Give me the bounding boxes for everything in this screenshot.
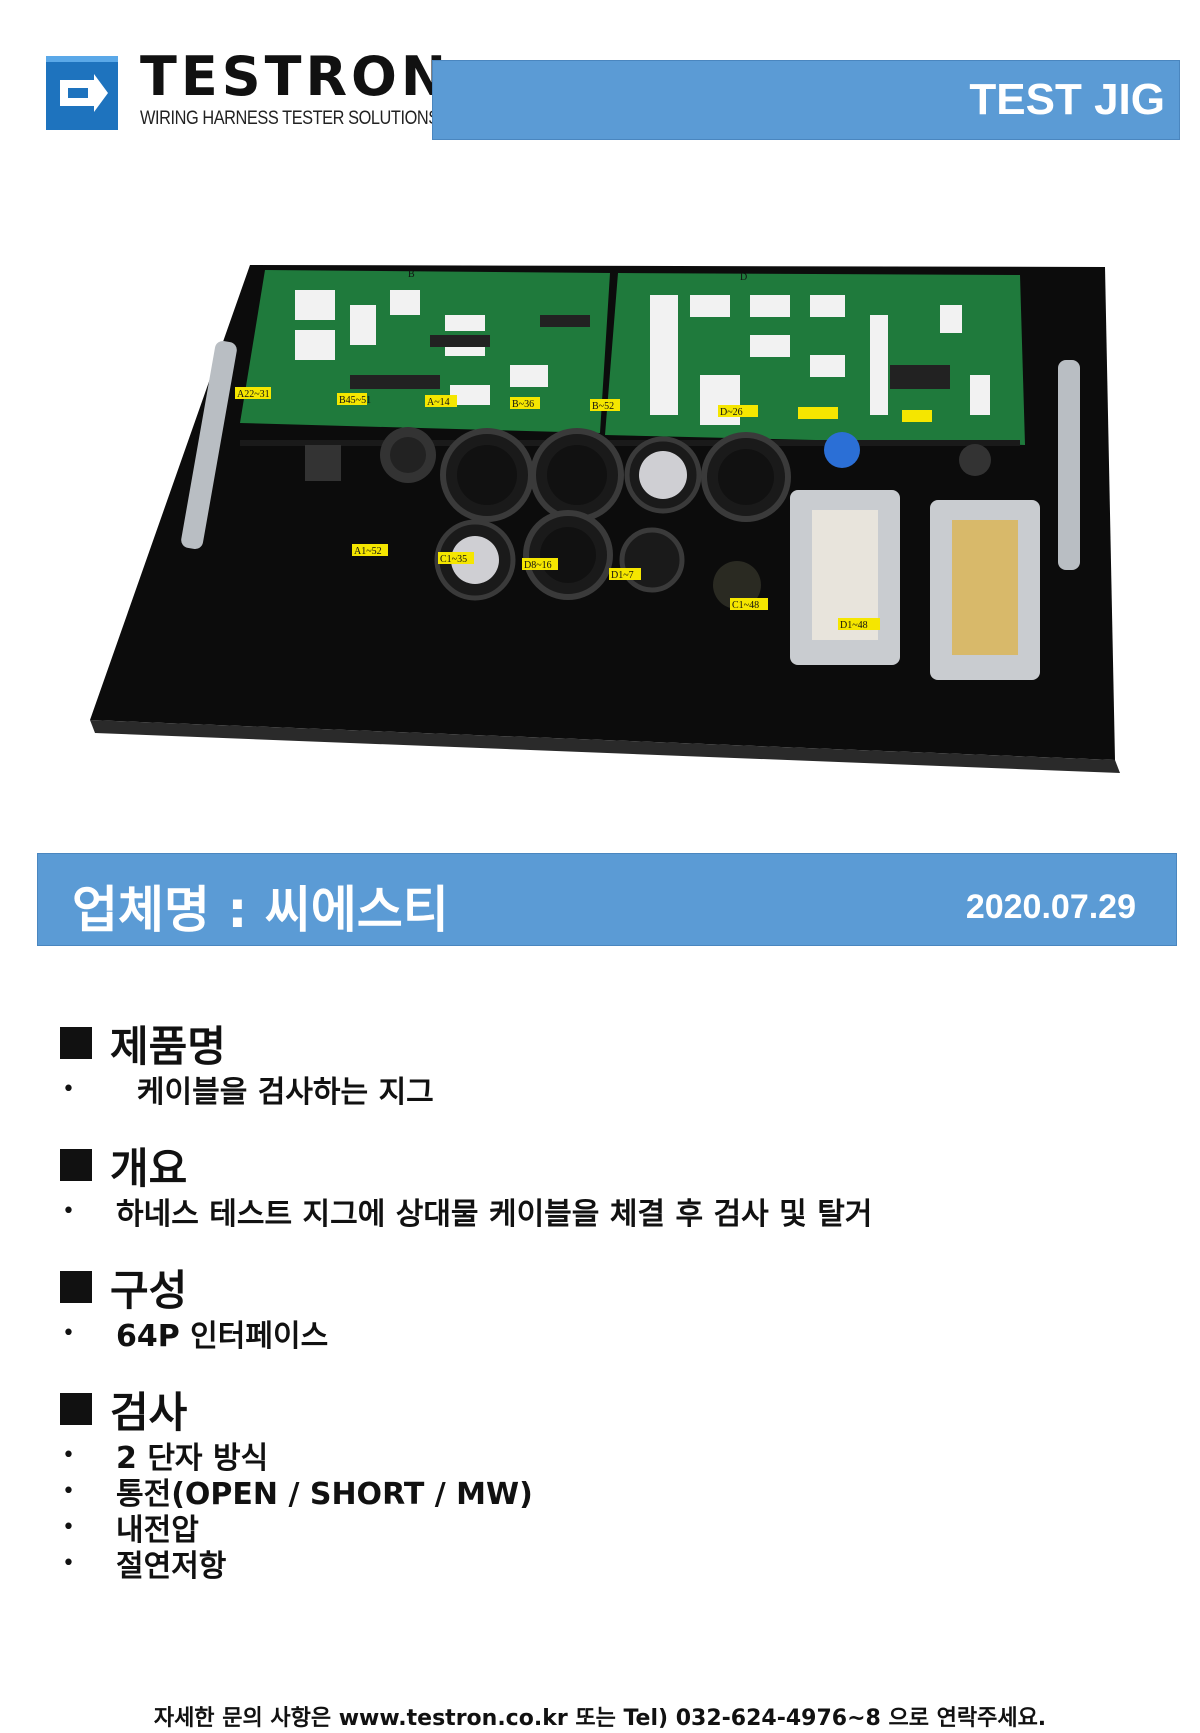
contact-footer: 자세한 문의 사항은 www.testron.co.kr 또는 Tel) 032… <box>153 1706 1047 1731</box>
section-heading: 검사 <box>60 1381 1140 1437</box>
bullet-icon: • <box>62 1198 75 1224</box>
spec-sections: 제품명 • 케이블을 검사하는 지그 개요 • 하네스 테스트 지그에 상대물 … <box>60 1015 1140 1611</box>
black-square-icon <box>60 1393 92 1425</box>
black-square-icon <box>60 1149 92 1181</box>
black-square-icon <box>60 1027 92 1059</box>
bullet-icon: • <box>62 1478 75 1504</box>
list-item: • 하네스 테스트 지그에 상대물 케이블을 체결 후 검사 및 탈거 <box>60 1193 1140 1232</box>
company-name: 업체명 : 씨에스티 <box>72 881 449 939</box>
label-c1-48: C1~48 <box>732 600 759 611</box>
label-d26: D~26 <box>720 407 743 418</box>
label-d1-48: D1~48 <box>840 620 868 631</box>
label-board-d: D <box>740 272 747 283</box>
label-b36: B~36 <box>512 399 534 410</box>
black-square-icon <box>60 1271 92 1303</box>
document-date: 2020.07.29 <box>965 888 1136 926</box>
bullet-icon: • <box>62 1320 75 1346</box>
label-b52: B~52 <box>592 401 614 412</box>
page-title: TEST JIG <box>969 75 1165 124</box>
item-text: 2 단자 방식 <box>116 1441 269 1476</box>
section-title: 제품명 <box>110 1021 226 1071</box>
section-heading: 제품명 <box>60 1015 1140 1071</box>
company-logo: TESTRON WIRING HARNESS TESTER SOLUTIONS <box>46 50 446 136</box>
section-product-name: 제품명 • 케이블을 검사하는 지그 <box>60 1015 1140 1110</box>
bullet-icon: • <box>62 1442 75 1468</box>
section-heading: 개요 <box>60 1137 1140 1193</box>
logo-name: TESTRON <box>140 45 451 108</box>
list-item: • 64P 인터페이스 <box>60 1315 1140 1354</box>
list-item: • 통전(OPEN / SHORT / MW) <box>60 1473 1140 1512</box>
list-item: • 2 단자 방식 <box>60 1437 1140 1476</box>
item-text: 절연저항 <box>116 1549 227 1584</box>
list-item: • 내전압 <box>60 1509 1140 1548</box>
bullet-icon: • <box>62 1550 75 1576</box>
bullet-icon: • <box>62 1076 75 1102</box>
label-b45-51: B45~51 <box>339 395 371 406</box>
section-title: 개요 <box>110 1143 188 1193</box>
label-d1-7: D1~7 <box>611 570 634 581</box>
label-d8-16: D8~16 <box>524 560 552 571</box>
item-text: 내전압 <box>116 1513 199 1548</box>
item-text: 통전(OPEN / SHORT / MW) <box>116 1477 533 1512</box>
label-a14: A~14 <box>427 397 450 408</box>
section-inspection: 검사 • 2 단자 방식 • 통전(OPEN / SHORT / MW) • 내… <box>60 1381 1140 1584</box>
test-jig-photo: B D A22~31 B45~51 A~14 B~36 B~52 D~26 A1… <box>90 265 1120 773</box>
list-item: • 절연저항 <box>60 1545 1140 1584</box>
company-bar: 업체명 : 씨에스티 2020.07.29 <box>37 853 1177 946</box>
logo-subtitle: WIRING HARNESS TESTER SOLUTIONS <box>140 108 439 129</box>
section-overview: 개요 • 하네스 테스트 지그에 상대물 케이블을 체결 후 검사 및 탈거 <box>60 1137 1140 1232</box>
label-a22-31: A22~31 <box>237 389 270 400</box>
header-bar: TEST JIG <box>432 60 1180 140</box>
testron-logo-icon <box>46 56 118 130</box>
section-title: 구성 <box>110 1265 188 1315</box>
label-a1-52: A1~52 <box>354 546 382 557</box>
list-item: • 케이블을 검사하는 지그 <box>60 1071 1140 1110</box>
label-c1-35: C1~35 <box>440 554 467 565</box>
item-text: 하네스 테스트 지그에 상대물 케이블을 체결 후 검사 및 탈거 <box>116 1197 873 1232</box>
section-composition: 구성 • 64P 인터페이스 <box>60 1259 1140 1354</box>
item-text: 케이블을 검사하는 지그 <box>116 1075 434 1110</box>
item-text: 64P 인터페이스 <box>116 1319 329 1354</box>
bullet-icon: • <box>62 1514 75 1540</box>
label-board-b: B <box>408 269 415 280</box>
section-title: 검사 <box>110 1387 188 1437</box>
section-heading: 구성 <box>60 1259 1140 1315</box>
